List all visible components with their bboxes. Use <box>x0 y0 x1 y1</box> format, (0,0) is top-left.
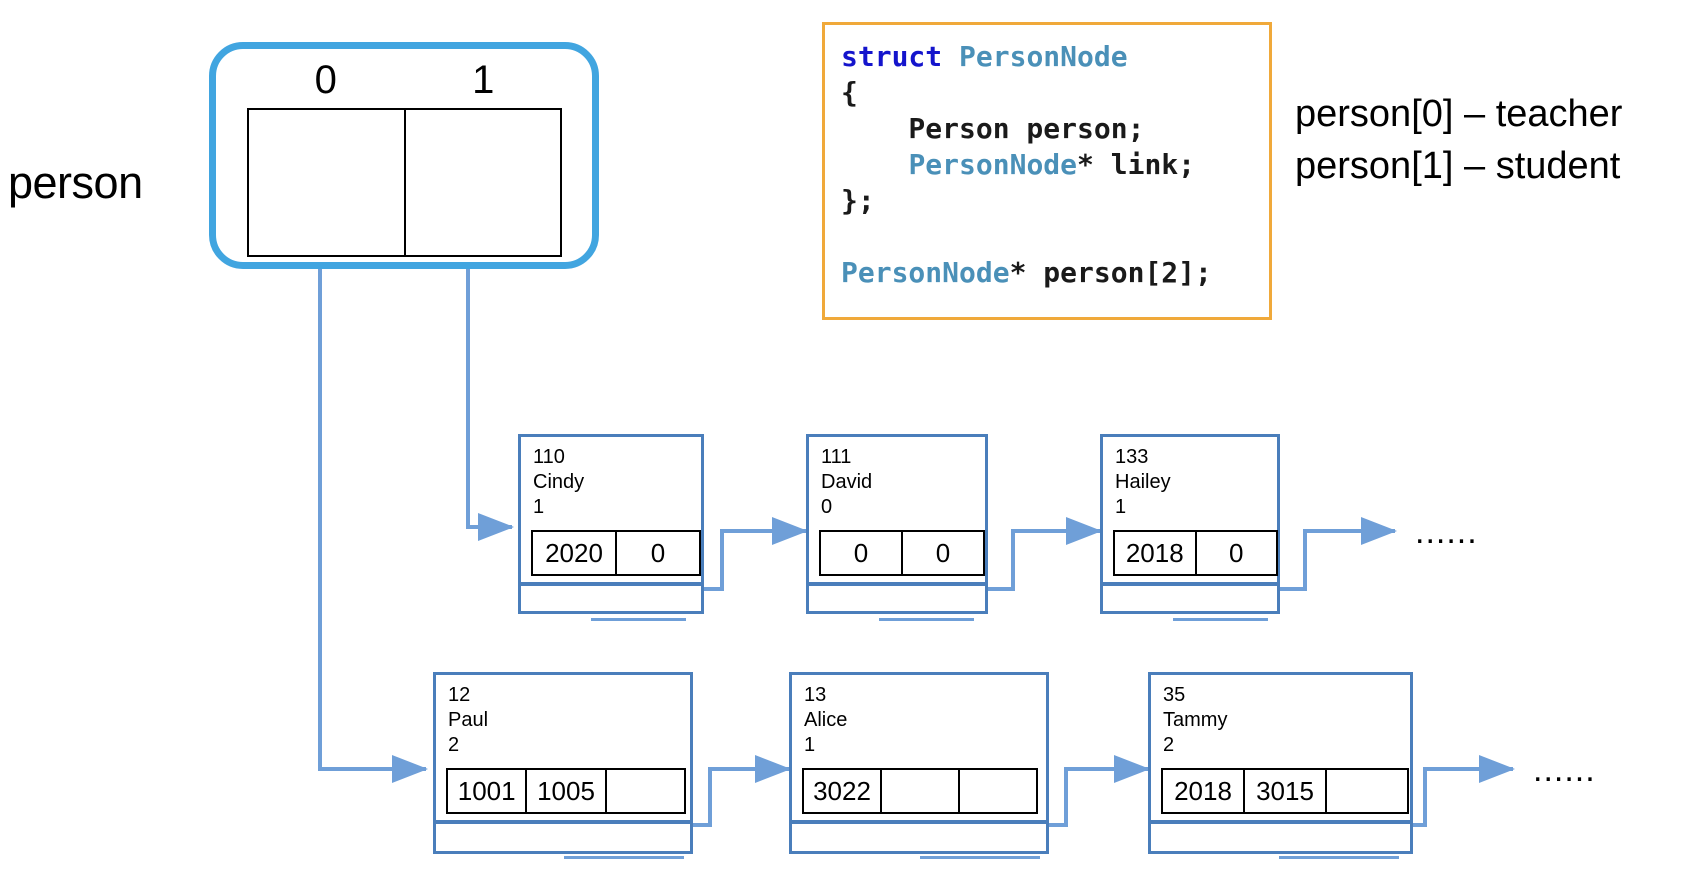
node-link-pointer <box>591 618 686 621</box>
array-cells <box>247 108 562 257</box>
node-name: Paul <box>448 709 489 731</box>
node-value-cell-0[interactable]: 2020 <box>545 538 603 568</box>
node-value-cell-1[interactable]: 0 <box>901 532 983 574</box>
node-count: 0 <box>821 496 833 518</box>
code-token: * person[2]; <box>1009 256 1212 289</box>
node-value-cell-0[interactable]: 0 <box>853 538 869 568</box>
node-value-cell-1[interactable]: 3015 <box>1243 770 1325 812</box>
node-divider <box>1103 582 1277 586</box>
node-value-cell-2[interactable] <box>1325 770 1407 812</box>
legend: person[0] – teacher person[1] – student <box>1295 88 1675 192</box>
node-value-cells: 2020 0 <box>531 530 701 576</box>
code-token <box>841 148 908 181</box>
code-token: PersonNode <box>908 148 1078 181</box>
node-value-cell-1[interactable]: 0 <box>1194 532 1277 574</box>
code-token: }; <box>841 184 875 217</box>
node-name: David <box>821 471 873 493</box>
code-token <box>841 220 858 253</box>
node-link-pointer <box>1173 618 1268 621</box>
node-value-cells: 3022 <box>802 768 1038 814</box>
teacher-list-tail-ellipsis: ...... <box>1415 513 1478 551</box>
node-value-cell-1[interactable]: 1005 <box>525 770 604 812</box>
code-line-0: struct PersonNode <box>841 39 1269 75</box>
node-value-cell-0[interactable]: 2018 <box>1174 776 1232 806</box>
code-token: PersonNode <box>959 40 1128 73</box>
array-index-0: 0 <box>314 58 337 102</box>
node-value-cell-1[interactable] <box>880 770 958 812</box>
node-count: 1 <box>1115 496 1127 518</box>
node-name: Tammy <box>1163 709 1228 731</box>
node-id: 35 <box>1163 684 1186 706</box>
code-body: struct PersonNode{ Person person; Person… <box>841 39 1269 291</box>
code-line-3: PersonNode* link; <box>841 147 1269 183</box>
legend-line-teacher: person[0] – teacher <box>1295 93 1623 135</box>
node-name: Hailey <box>1115 471 1171 493</box>
node-value-cells: 2018 3015 <box>1161 768 1409 814</box>
node-id: 133 <box>1115 446 1149 468</box>
node-id: 12 <box>448 684 471 706</box>
node-id: 13 <box>804 684 827 706</box>
node-divider <box>521 582 701 586</box>
node-id: 110 <box>533 446 565 468</box>
node-divider <box>809 582 985 586</box>
node-link-pointer <box>1279 856 1399 859</box>
array-cell-1[interactable] <box>403 110 561 255</box>
code-token: * link; <box>1077 148 1196 181</box>
node-divider <box>1151 820 1410 824</box>
array-index-row: 0 1 <box>247 58 562 102</box>
code-line-6: PersonNode* person[2]; <box>841 255 1269 291</box>
node-link-pointer <box>879 618 974 621</box>
code-line-1: { <box>841 75 1269 111</box>
wire-array0-to-node12 <box>318 186 428 783</box>
array-cell-0[interactable] <box>249 110 404 255</box>
code-token: PersonNode <box>841 256 1010 289</box>
node-count: 1 <box>533 496 545 518</box>
code-line-5 <box>841 219 1269 255</box>
student-list-tail-ellipsis: ...... <box>1533 751 1596 789</box>
array-index-1: 1 <box>472 58 495 102</box>
node-value-cells: 2018 0 <box>1113 530 1278 576</box>
node-count: 2 <box>448 734 460 756</box>
node-id: 111 <box>821 446 852 468</box>
node-value-cell-1[interactable]: 0 <box>615 532 699 574</box>
node-value-cell-0[interactable]: 2018 <box>1125 538 1184 568</box>
node-value-cell-2[interactable] <box>958 770 1036 812</box>
node-count: 1 <box>804 734 816 756</box>
node-divider <box>436 820 690 824</box>
node-count: 2 <box>1163 734 1175 756</box>
node-divider <box>792 820 1046 824</box>
code-line-2: Person person; <box>841 111 1269 147</box>
code-line-4: }; <box>841 183 1269 219</box>
code-token: { <box>841 76 858 109</box>
node-value-cells: 1001 1005 <box>446 768 686 814</box>
node-link-pointer <box>564 856 684 859</box>
array-label: person <box>8 157 143 208</box>
code-token: struct <box>841 40 960 73</box>
node-name: Alice <box>804 709 848 731</box>
node-link-pointer <box>920 856 1040 859</box>
node-value-cell-0[interactable]: 3022 <box>813 776 871 806</box>
legend-line-student: person[1] – student <box>1295 145 1621 187</box>
code-token: Person person; <box>841 112 1145 145</box>
node-value-cell-0[interactable]: 1001 <box>457 776 516 806</box>
node-value-cell-2[interactable] <box>604 770 684 812</box>
node-name: Cindy <box>533 471 585 493</box>
code-card: struct PersonNode{ Person person; Person… <box>822 22 1272 320</box>
